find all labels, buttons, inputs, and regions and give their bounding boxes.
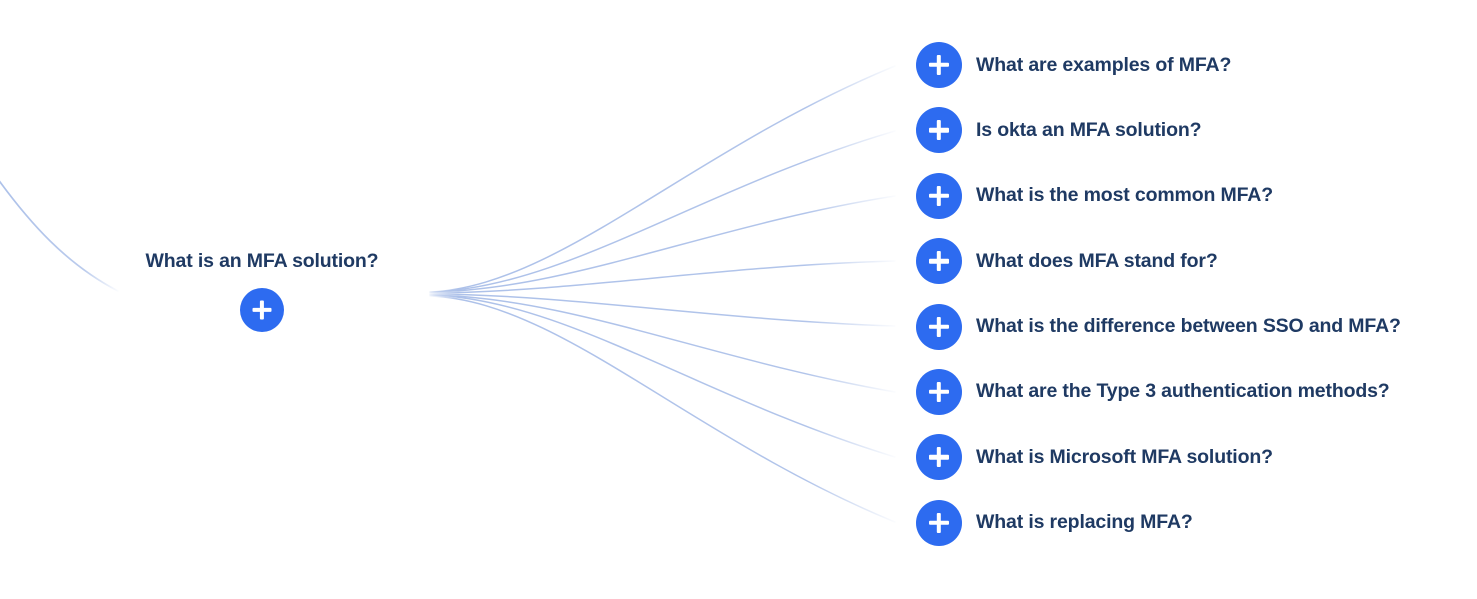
edge-to-leaf-8: [429, 295, 896, 523]
leaf-label-5[interactable]: What is the difference between SSO and M…: [976, 315, 1401, 338]
plus-icon-vertical-bar: [936, 316, 942, 337]
leaf-label-4[interactable]: What does MFA stand for?: [976, 249, 1218, 272]
edge-to-leaf-2: [429, 130, 896, 293]
plus-icon-vertical-bar: [936, 447, 942, 468]
plus-icon-vertical-bar: [936, 512, 942, 533]
leaf-row-5: What is the difference between SSO and M…: [916, 303, 1401, 350]
leaf-label-2[interactable]: Is okta an MFA solution?: [976, 118, 1202, 141]
edge-to-leaf-6: [429, 294, 896, 393]
leaf-expand-plus-icon-7[interactable]: [916, 434, 962, 481]
leaf-expand-plus-icon-4[interactable]: [916, 238, 962, 285]
leaf-expand-plus-icon-1[interactable]: [916, 42, 962, 88]
root-node-label: What is an MFA solution?: [145, 250, 379, 272]
leaf-expand-plus-icon-6[interactable]: [916, 368, 962, 415]
leaf-row-8: What is replacing MFA?: [916, 499, 1401, 546]
plus-icon-vertical-bar: [259, 300, 265, 320]
root-expand-wrap: [62, 288, 462, 332]
leaf-expand-plus-icon-2[interactable]: [916, 107, 962, 154]
leaf-label-3[interactable]: What is the most common MFA?: [976, 184, 1273, 207]
leaf-question-list: What are examples of MFA? Is okta an MFA…: [916, 42, 1401, 546]
leaf-label-1[interactable]: What are examples of MFA?: [976, 53, 1232, 76]
leaf-label-8[interactable]: What is replacing MFA?: [976, 511, 1193, 534]
leaf-expand-plus-icon-5[interactable]: [916, 303, 962, 350]
leaf-row-4: What does MFA stand for?: [916, 238, 1401, 285]
plus-icon-vertical-bar: [936, 251, 942, 272]
leaf-row-6: What are the Type 3 authentication metho…: [916, 368, 1401, 415]
edge-to-leaf-7: [429, 294, 896, 458]
leaf-label-7[interactable]: What is Microsoft MFA solution?: [976, 445, 1273, 468]
edge-to-leaf-4: [429, 260, 896, 294]
leaf-row-2: Is okta an MFA solution?: [916, 107, 1401, 154]
plus-icon-vertical-bar: [936, 185, 942, 206]
leaf-expand-plus-icon-8[interactable]: [916, 499, 962, 546]
edge-to-leaf-1: [429, 65, 896, 293]
edge-to-leaf-5: [429, 293, 896, 327]
root-node: What is an MFA solution?: [62, 248, 462, 332]
plus-icon-vertical-bar: [936, 55, 942, 75]
root-expand-plus-icon[interactable]: [240, 288, 284, 332]
leaf-row-7: What is Microsoft MFA solution?: [916, 434, 1401, 481]
leaf-row-3: What is the most common MFA?: [916, 172, 1401, 219]
leaf-expand-plus-icon-3[interactable]: [916, 172, 962, 219]
edge-to-leaf-3: [429, 195, 896, 293]
leaf-label-6[interactable]: What are the Type 3 authentication metho…: [976, 380, 1390, 403]
plus-icon-vertical-bar: [936, 381, 942, 402]
plus-icon-vertical-bar: [936, 120, 942, 141]
leaf-row-1: What are examples of MFA?: [916, 42, 1401, 88]
